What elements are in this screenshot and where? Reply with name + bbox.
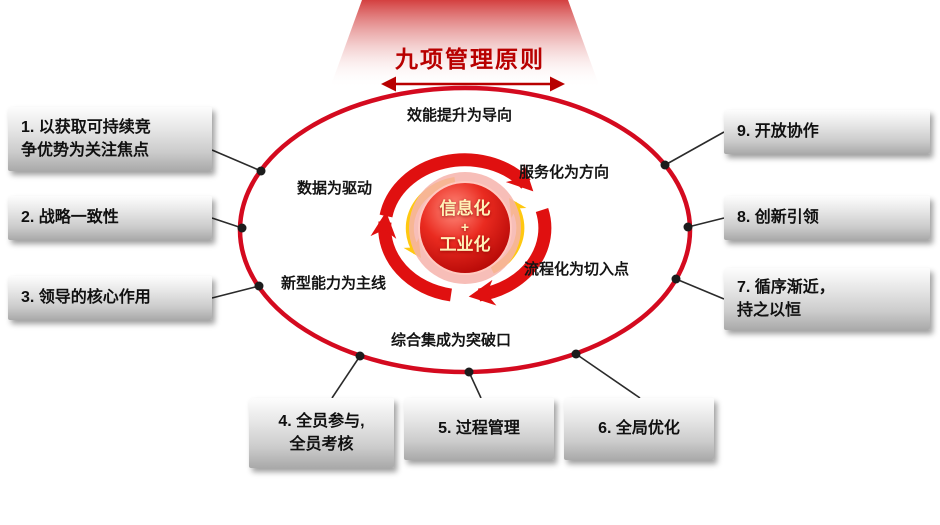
principle-box-9: 9. 开放协作 — [724, 110, 930, 154]
page-title: 九项管理原则 — [395, 46, 545, 72]
connector-dots — [237, 160, 693, 377]
inner-label-left-bottom: 新型能力为主线 — [281, 275, 387, 292]
inner-label-top: 效能提升为导向 — [407, 107, 513, 124]
center-line1: 信息化 — [439, 199, 491, 218]
center-circle — [418, 181, 512, 275]
inner-label-left-top: 数据为驱动 — [297, 180, 373, 197]
cycle-arrow-red — [370, 153, 552, 306]
principle-box-6: 6. 全局优化 — [564, 398, 714, 460]
principle-box-5: 5. 过程管理 — [404, 398, 554, 460]
center-plus: + — [460, 218, 470, 235]
principle-box-8: 8. 创新引领 — [724, 196, 930, 240]
inner-label-right-bottom: 流程化为切入点 — [524, 261, 630, 278]
inner-label-bottom: 综合集成为突破口 — [391, 332, 512, 349]
principle-box-3: 3. 领导的核心作用 — [8, 276, 212, 320]
principle-box-7: 7. 循序渐近， 持之以恒 — [724, 268, 930, 330]
inner-label-right-top: 服务化为方向 — [519, 164, 610, 181]
principle-box-4: 4. 全员参与, 全员考核 — [249, 398, 394, 468]
center-line2: 工业化 — [439, 234, 491, 254]
center-circle-label: 信息化 + 工业化 — [415, 199, 515, 254]
connector-lines — [211, 131, 725, 399]
principle-box-1: 1. 以获取可持续竞 争优势为关注焦点 — [8, 107, 212, 171]
principle-box-2: 2. 战略一致性 — [8, 196, 212, 240]
spotlight-beam — [330, 0, 600, 88]
